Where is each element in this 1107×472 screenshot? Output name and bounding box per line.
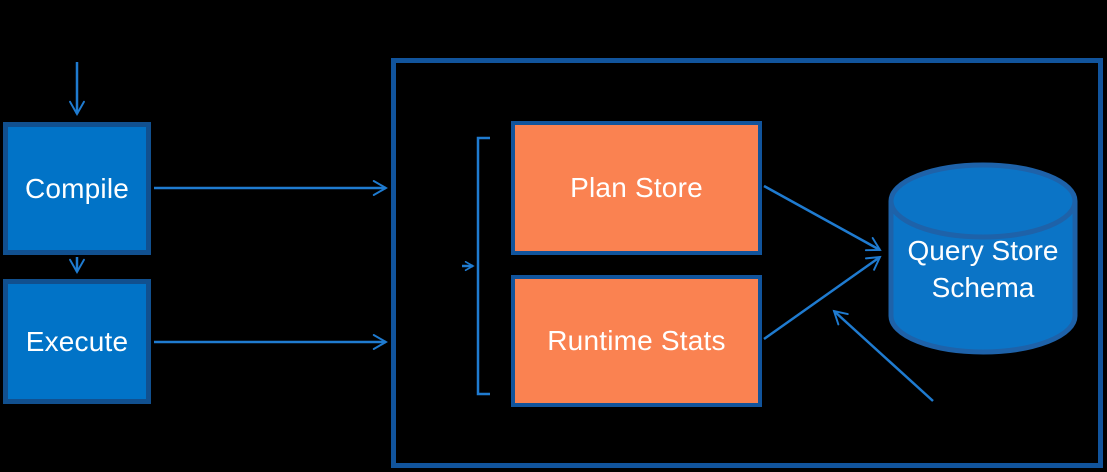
plan-store-node: Plan Store: [511, 121, 762, 255]
execute-label: Execute: [25, 325, 129, 357]
query-store-schema-label-line1: Query Store: [907, 235, 1059, 266]
execute-node: Execute: [3, 279, 151, 404]
compile-node: Compile: [3, 122, 151, 255]
runtime-stats-label: Runtime Stats: [547, 325, 726, 356]
query-store-schema-label: Query Store Schema: [888, 232, 1078, 306]
query-store-container-rect: [391, 58, 1103, 468]
compile-label: Compile: [24, 172, 130, 204]
plan-store-label: Plan Store: [570, 172, 703, 203]
query-store-schema-label-line2: Schema: [931, 272, 1035, 303]
runtime-stats-node: Runtime Stats: [511, 275, 762, 407]
